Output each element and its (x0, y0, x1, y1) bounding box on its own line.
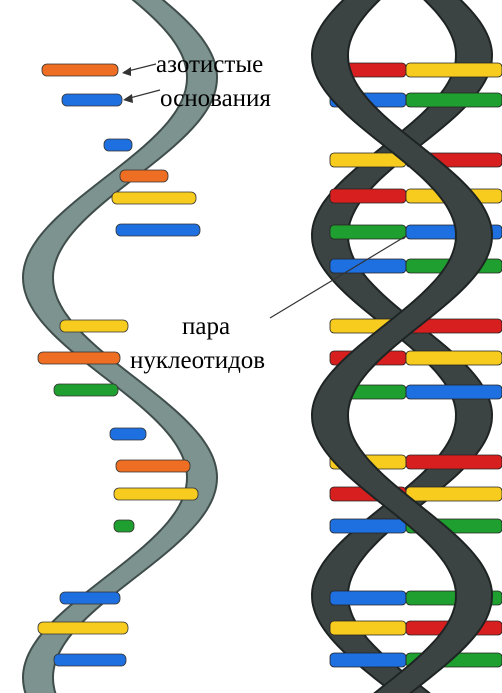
nitrogenous-base (104, 139, 132, 151)
base-pair-right (406, 487, 502, 501)
double-strand-dna-icon (312, 0, 502, 693)
nitrogenous-base (38, 352, 120, 364)
arrowhead-orange (122, 67, 131, 76)
base-pair-right (406, 63, 502, 77)
nitrogenous-base (112, 192, 196, 204)
base-pair-left (330, 653, 406, 667)
nitrogenous-base (54, 384, 118, 396)
nitrogenous-base (60, 320, 128, 332)
label-nitrogenous-bases-line1: азотистые (156, 50, 263, 79)
arrowhead-blue (123, 94, 133, 103)
base-pair-right (406, 455, 502, 469)
nitrogenous-base (110, 428, 146, 440)
base-pair-left (330, 189, 406, 203)
base-pair-left (330, 519, 406, 533)
nitrogenous-base (116, 460, 190, 472)
label-nitrogenous-bases-line2: основания (160, 84, 271, 113)
nitrogenous-base (116, 224, 200, 236)
base-pair-left (330, 591, 406, 605)
nitrogenous-base (120, 170, 168, 182)
nitrogenous-base (60, 592, 120, 604)
base-pair-left (330, 259, 406, 273)
nitrogenous-base (114, 488, 198, 500)
label-nucleotide-pair-line2: нуклеотидов (130, 346, 265, 375)
label-nucleotide-pair-line1: пара (182, 312, 230, 341)
base-pair-right (406, 93, 502, 107)
nitrogenous-base (38, 622, 128, 634)
nitrogenous-base (62, 94, 122, 106)
nitrogenous-base (114, 520, 134, 532)
nitrogenous-base (54, 654, 126, 666)
nitrogenous-base (42, 64, 118, 76)
base-pair-right (406, 385, 502, 399)
base-pair-left (330, 621, 406, 635)
base-pair-right (406, 351, 502, 365)
base-pair-left (330, 225, 406, 239)
